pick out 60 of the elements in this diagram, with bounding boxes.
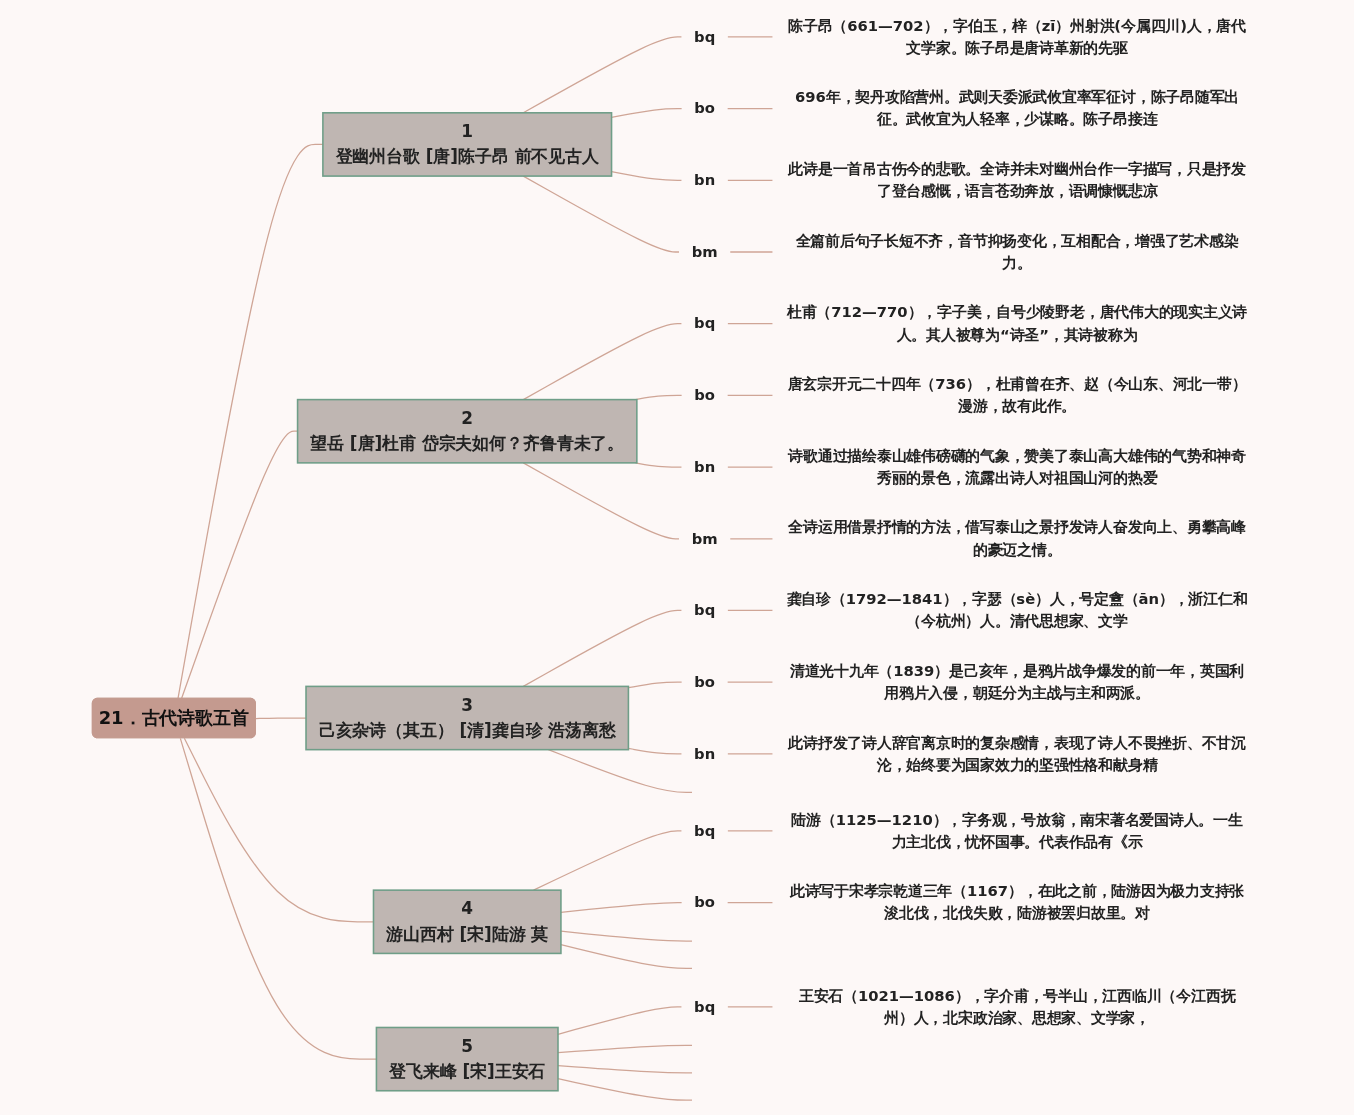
connector (727, 681, 774, 683)
connector (547, 749, 693, 793)
connector (727, 753, 774, 755)
node-box: 4 游山西村 [宋]陆游 莫 (372, 889, 562, 955)
connector (727, 901, 774, 904)
connector (522, 175, 680, 253)
connector (522, 36, 683, 114)
node-text: bn (694, 171, 716, 189)
connector (255, 717, 307, 720)
connector (627, 747, 683, 755)
node-box: 2 望岳 [唐]杜甫 岱宗夫如何？齐鲁青未了。 (296, 398, 638, 464)
connector (532, 830, 683, 891)
node-text: bn (694, 744, 716, 762)
connector (729, 538, 774, 540)
node-text: bq (694, 27, 716, 45)
node-text: bo (694, 386, 715, 404)
node-box: 3 己亥杂诗（其五） [清]龚自珍 浩荡离愁 (305, 685, 630, 751)
node-text: bm (691, 243, 718, 260)
connector (727, 179, 774, 181)
node-text: 此诗抒发了诗人辞官离京时的复杂感情，表现了诗人不畏挫折、不甘沉沦，始终要为国家效力的坚强性格和献身精 (788, 733, 1246, 773)
node-text: 杜甫（712—770），字子美，自号少陵野老，唐代伟大的现实主义诗人。其人被尊为“诗圣”，其诗被称为 (786, 303, 1248, 343)
connector (560, 901, 683, 913)
connector (560, 930, 693, 942)
node-text: bo (694, 99, 715, 117)
node-text: 此诗写于宋孝宗乾道三年（1167），在此之前，陆游因为极力支持张浚北伐，北伐失败，陆游被罢归故里。对 (789, 882, 1245, 922)
connector (727, 323, 774, 325)
connector (522, 609, 683, 688)
connector (560, 944, 693, 970)
connector (727, 609, 774, 612)
node-text: 龚自珍（1792—1841），字瑟（sè）人，号定盦（ān），浙江仁和（今杭州）人。清代思想家、文学 (786, 590, 1248, 630)
node-text: bq (694, 821, 716, 839)
node-box: 5 登飞来峰 [宋]王安石 (375, 1026, 559, 1092)
node-text: bo (694, 673, 715, 691)
node-text: 诗歌通过描绘泰山雄伟磅礴的气象，赞美了泰山高大雄伟的气势和神奇秀丽的景色，流露出诗人对祖国山河的热爱 (788, 447, 1246, 487)
node-text: bq (694, 997, 716, 1015)
node-text: bm (691, 529, 718, 547)
node-text: bq (694, 601, 716, 619)
connector (727, 36, 774, 38)
connector (522, 462, 680, 540)
connector (727, 394, 774, 397)
connector (729, 251, 774, 253)
connector (727, 107, 774, 110)
node-text: 696年，契丹攻陷营州。武则天委派武攸宜率军征讨，陈子昂随军出征。武攸宜为人轻率，少谋略。陈子昂接连 (794, 88, 1240, 128)
node-text: 此诗是一首吊古伤今的悲歌。全诗并未对幽州台作一字描写，只是抒发了登台感慨，语言苍劲奔放，语调慷慨悲凉 (788, 160, 1246, 200)
node-box: 1 登幽州台歌 [唐]陈子昂 前不见古人 (322, 112, 613, 177)
node-text: 陆游（1125—1210），字务观，号放翁，南宋著名爱国诗人。一生力主北伐，忧怀国事。代表作品有《示 (791, 810, 1243, 850)
connector (522, 323, 683, 401)
node-text: 陈子昂（661—702），字伯玉，梓（zī）州射洪(今属四川)人，唐代文学家。陈子昂是唐诗革新的先驱 (788, 16, 1246, 56)
node-text: bo (694, 893, 715, 911)
connector (727, 830, 774, 832)
node-text: 唐玄宗开元二十四年（736），杜甫曾在齐、赵（今山东、河北一带）漫游，故有此作。 (787, 375, 1247, 415)
connector (627, 681, 683, 689)
node-text: 全篇前后句子长短不齐，音节抑扬变化，互相配合，增强了艺术感染力。 (795, 231, 1239, 271)
connector (727, 466, 774, 468)
node-text: bq (694, 314, 716, 332)
node-text: bn (694, 458, 716, 475)
node-text: 王安石（1021—1086），字介甫，号半山，江西临川（今江西抚州）人，北宋政治家、思想家、文学家， (798, 986, 1236, 1026)
node-text: 清道光十九年（1839）是己亥年，是鸦片战争爆发的前一年，英国利用鸦片入侵，朝廷分为主战与主和两派。 (789, 662, 1245, 702)
connector (727, 1006, 774, 1008)
node-text: 全诗运用借景抒情的方法，借写泰山之景抒发诗人奋发向上、勇攀高峰的豪迈之情。 (788, 518, 1246, 558)
